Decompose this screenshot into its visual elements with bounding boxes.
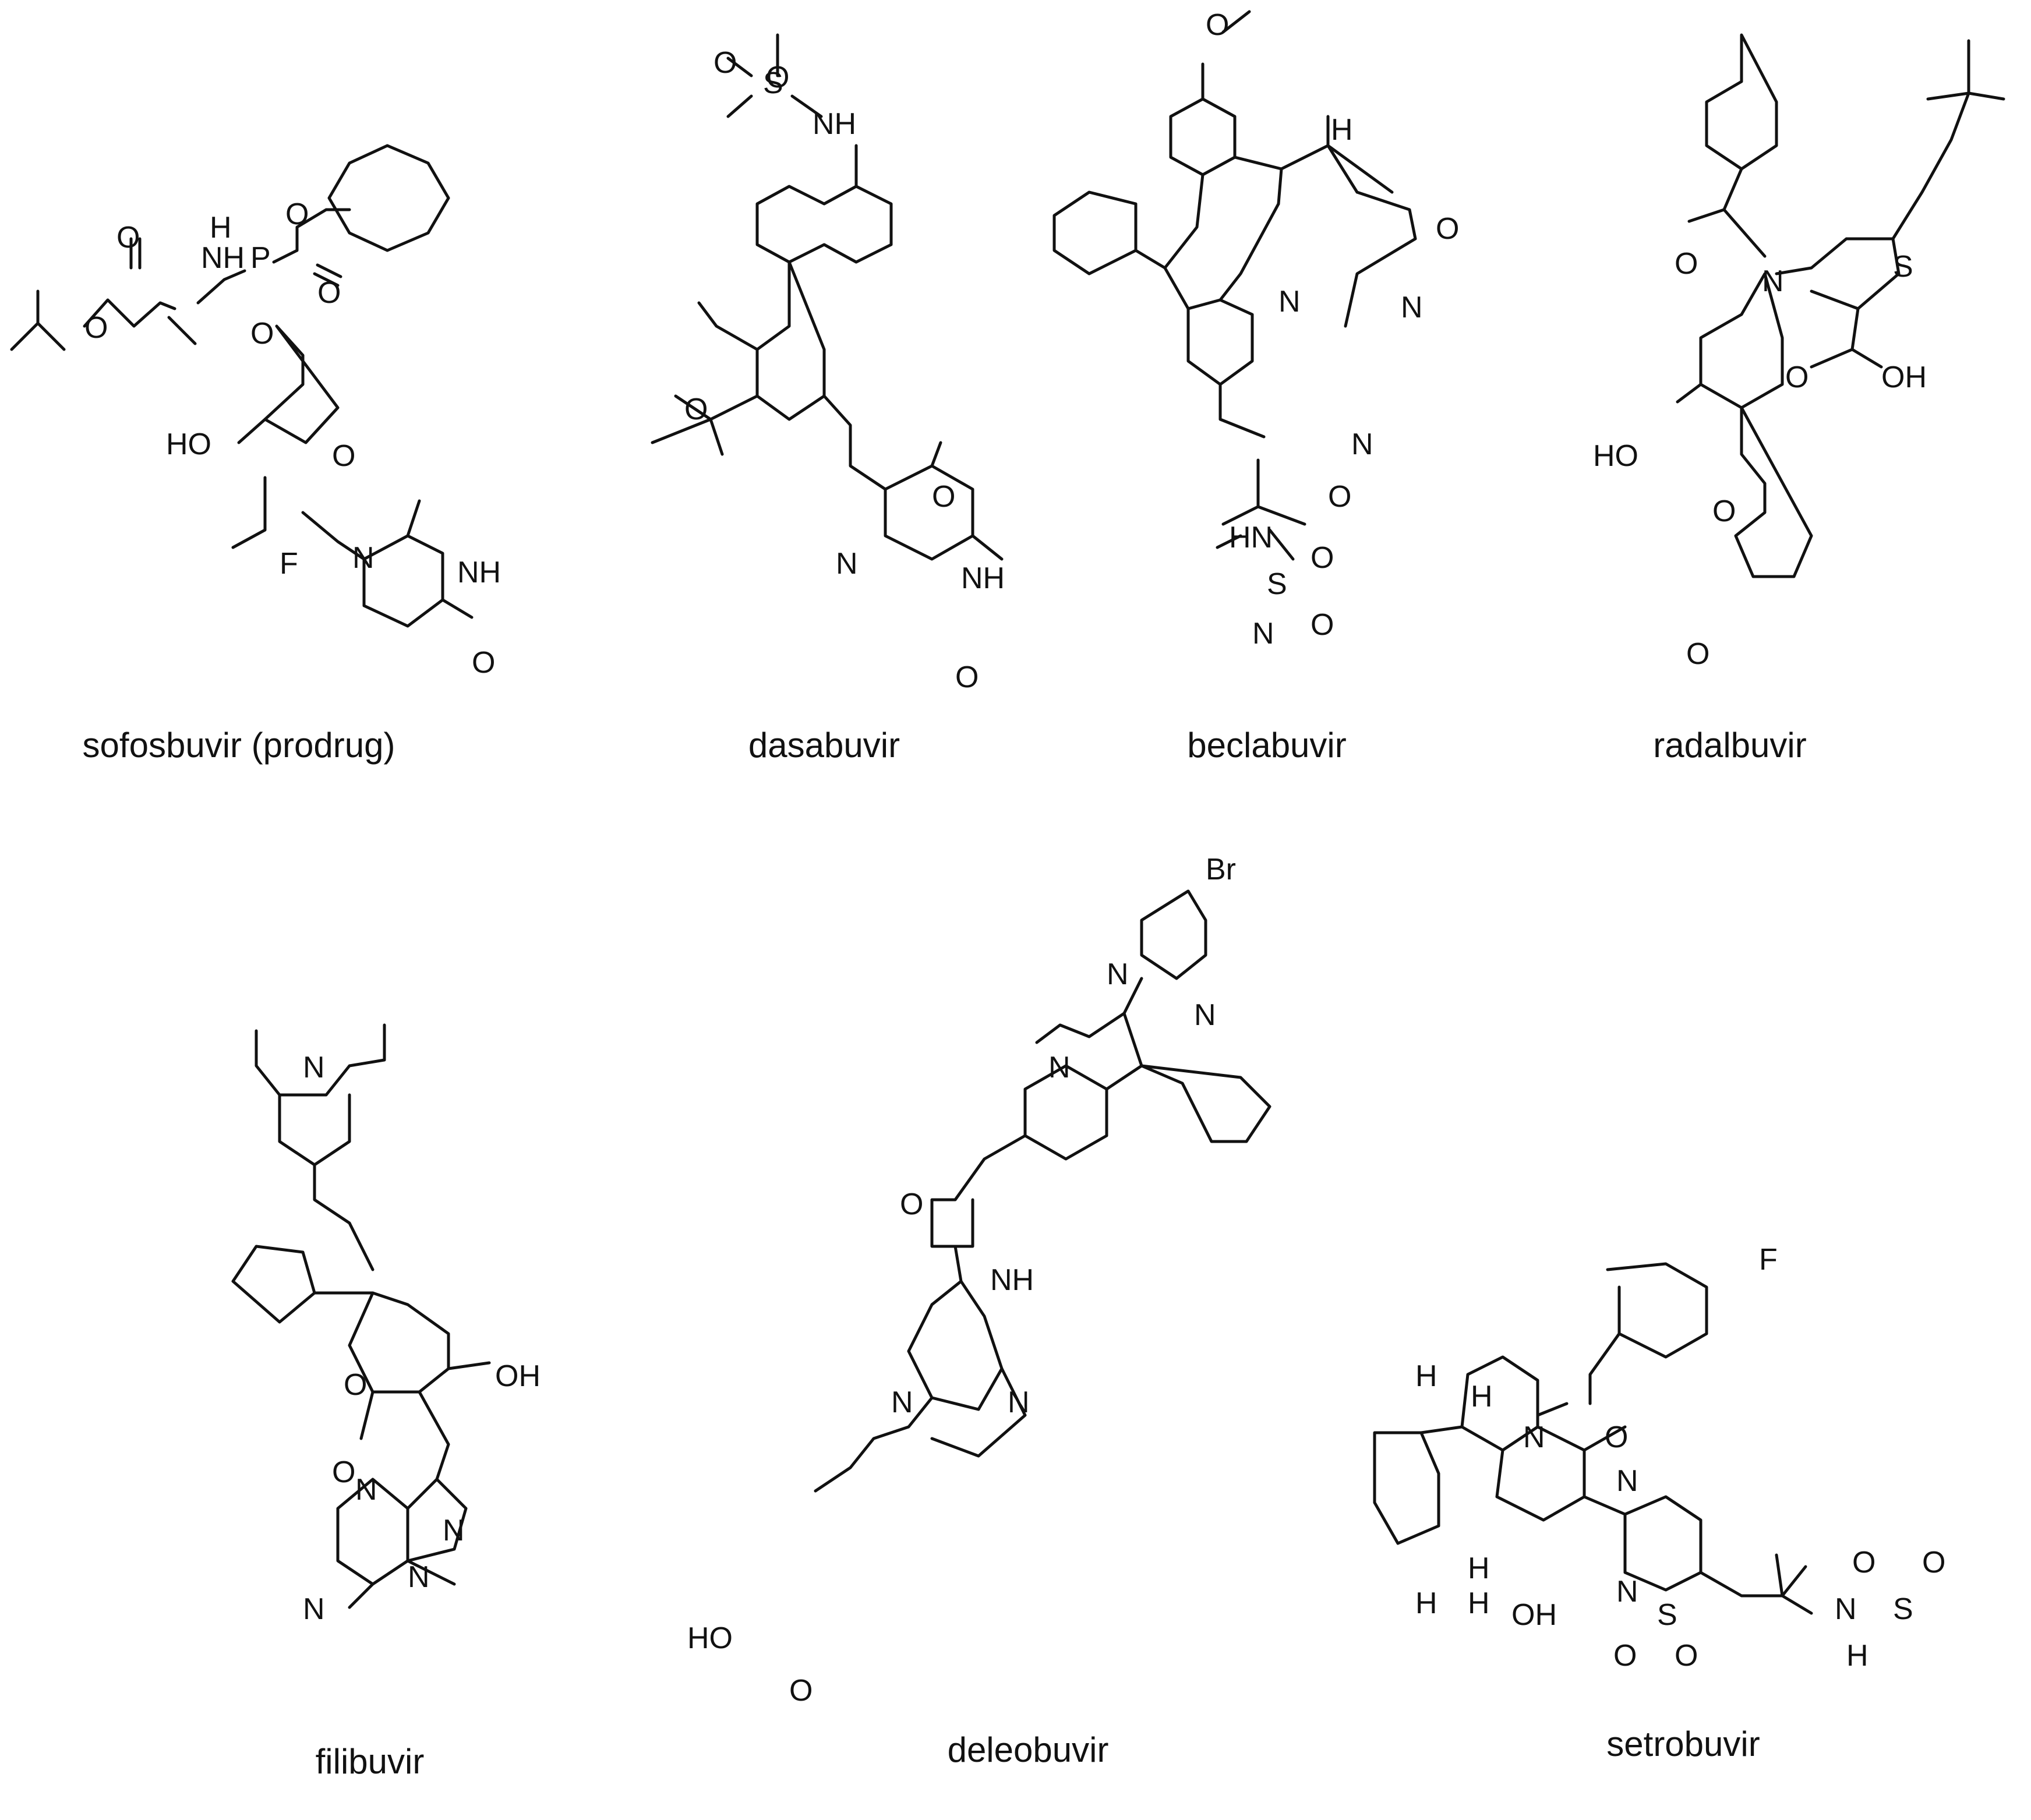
- caption-sofosbuvir: sofosbuvir (prodrug): [82, 726, 395, 765]
- caption-deleobuvir: deleobuvir: [947, 1730, 1109, 1769]
- atom-label: H: [1415, 1586, 1437, 1620]
- atom-label: O: [1922, 1546, 1945, 1579]
- atom-label: O: [1675, 247, 1698, 281]
- atom-label: N: [443, 1514, 465, 1547]
- atom-label: S: [1893, 250, 1913, 284]
- atom-label: O: [332, 439, 355, 473]
- atom-label: O: [84, 311, 108, 345]
- atom-label: P: [250, 241, 271, 275]
- atom-label: N: [1616, 1464, 1638, 1498]
- atom-label: H: [1468, 1586, 1490, 1620]
- atom-label: N: [1008, 1386, 1030, 1419]
- caption-filibuvir: filibuvir: [315, 1742, 425, 1781]
- atom-label: N: [891, 1386, 913, 1419]
- atom-label: N: [1351, 427, 1373, 461]
- atom-label: Br: [1206, 853, 1236, 886]
- atom-label: S: [1267, 567, 1287, 601]
- atom-label: H: [1415, 1359, 1437, 1393]
- atom-label: HO: [1593, 439, 1638, 473]
- atom-label: S: [1893, 1592, 1913, 1626]
- caption-setrobuvir: setrobuvir: [1606, 1724, 1760, 1764]
- atom-label: N: [1835, 1592, 1857, 1626]
- caption-dasabuvir: dasabuvir: [748, 726, 900, 765]
- structure-sofosbuvir: H NH P O O O O O HO F O N NH O: [10, 144, 501, 680]
- structure-beclabuvir: O H N O N N O HN S O O N: [1052, 8, 1459, 651]
- atom-label: NH: [813, 107, 856, 141]
- atom-label: O: [1712, 494, 1736, 528]
- atom-label: F: [280, 547, 298, 581]
- atom-label: N: [1252, 617, 1274, 651]
- atom-label: H: [210, 211, 232, 245]
- atom-label: HO: [166, 427, 211, 461]
- caption-beclabuvir: beclabuvir: [1187, 726, 1347, 765]
- atom-label: O: [900, 1188, 923, 1221]
- atom-label: F: [1759, 1243, 1778, 1277]
- atom-label: O: [317, 276, 341, 310]
- atom-label: O: [1785, 361, 1809, 394]
- atom-label: O: [250, 317, 274, 351]
- atom-label: HO: [687, 1621, 733, 1655]
- structure-deleobuvir: Br N N N O NH N N HO O: [687, 853, 1271, 1708]
- atom-label: O: [714, 46, 737, 80]
- caption-radalbuvir: radalbuvir: [1653, 726, 1807, 765]
- atom-label: H: [1468, 1552, 1490, 1585]
- atom-label: N: [1194, 998, 1216, 1032]
- atom-label: N: [1278, 285, 1301, 319]
- atom-label: O: [332, 1455, 355, 1489]
- atom-label: O: [344, 1368, 367, 1402]
- atom-label: O: [1328, 480, 1351, 514]
- atom-label: OH: [1511, 1598, 1557, 1632]
- atom-label: N: [836, 547, 858, 581]
- atom-label: N: [1401, 291, 1423, 324]
- atom-label: N: [1762, 264, 1784, 298]
- atom-label: N: [408, 1560, 430, 1594]
- atom-label: N: [355, 1473, 377, 1507]
- atom-label: O: [1311, 541, 1334, 575]
- structure-radalbuvir: O N S O OH HO O O: [1593, 33, 2005, 671]
- atom-label: O: [1852, 1546, 1875, 1579]
- atom-label: N: [303, 1592, 325, 1626]
- atom-label: NH: [201, 241, 245, 275]
- atom-label: H: [1471, 1380, 1493, 1413]
- atom-label: N: [1107, 957, 1129, 991]
- atom-label: O: [1436, 212, 1459, 246]
- atom-label: O: [955, 660, 979, 694]
- atom-label: O: [789, 1674, 813, 1708]
- atom-label: O: [932, 480, 955, 514]
- atom-label: S: [1657, 1598, 1677, 1632]
- atom-label: O: [1311, 608, 1334, 642]
- atom-label: S: [763, 66, 783, 100]
- structure-dasabuvir: O S O NH O N O NH O: [651, 33, 1005, 694]
- atom-label: N: [303, 1051, 325, 1084]
- atom-label: O: [1613, 1639, 1637, 1673]
- atom-label: O: [472, 646, 495, 680]
- atom-label: N: [1523, 1420, 1545, 1454]
- atom-label: O: [1206, 8, 1229, 42]
- structure-filibuvir: N O OH O N N N N: [231, 1023, 541, 1626]
- atom-label: N: [1048, 1051, 1071, 1084]
- atom-label: NH: [990, 1263, 1034, 1297]
- atom-label: O: [1675, 1639, 1698, 1673]
- structure-setrobuvir: F H H N O H H OH H N N S O O H N S O O: [1373, 1243, 1945, 1673]
- atom-label: N: [352, 541, 375, 575]
- atom-label: OH: [1881, 361, 1927, 394]
- atom-label: N: [1616, 1575, 1638, 1609]
- atom-label: H: [1331, 113, 1353, 147]
- atom-label: OH: [495, 1359, 541, 1393]
- atom-label: H: [1846, 1639, 1868, 1673]
- atom-label: O: [766, 61, 789, 94]
- atom-label: NH: [457, 556, 501, 589]
- atom-label: O: [684, 393, 708, 426]
- atom-label: NH: [961, 561, 1005, 595]
- atom-label: O: [116, 221, 140, 255]
- atom-label: O: [1605, 1420, 1628, 1454]
- atom-label: O: [285, 197, 309, 231]
- atom-label: HN: [1229, 521, 1273, 554]
- atom-label: O: [1686, 637, 1709, 671]
